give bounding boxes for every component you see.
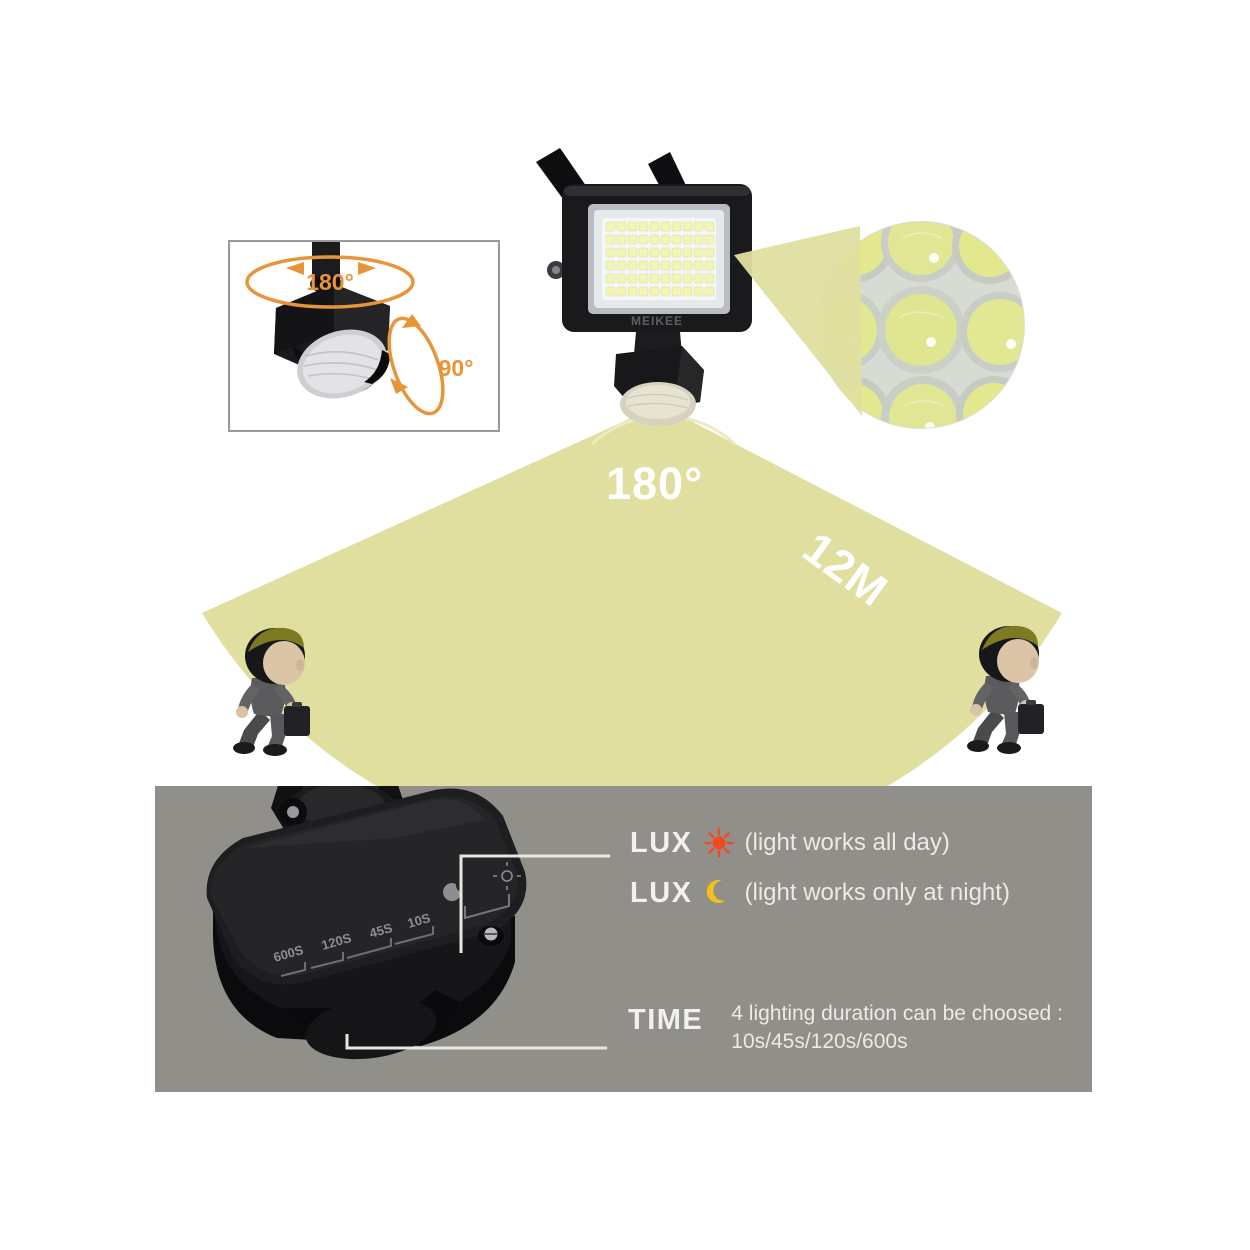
time-setting-row: TIME 4 lighting duration can be choosed … xyxy=(628,1000,1063,1057)
rotation-range-inset: 180° 90° xyxy=(228,240,500,432)
time-description: 4 lighting duration can be choosed : 10s… xyxy=(731,1000,1063,1057)
callout-lines xyxy=(345,854,610,1050)
settings-panel: 600S 120S 45S 10S xyxy=(155,786,1092,1092)
time-label: TIME xyxy=(628,1004,704,1036)
lux-daytime-row: LUX (light works all day) xyxy=(630,826,950,860)
led-closeup-detail xyxy=(818,222,1024,428)
time-callout-line xyxy=(345,1034,607,1050)
walking-person-right xyxy=(967,625,1044,754)
sensor-adjustment-device: 600S 120S 45S 10S xyxy=(206,786,527,1060)
scale-label-45s: 45S xyxy=(368,920,395,941)
vertical-rotation-arc xyxy=(387,316,445,416)
led-array xyxy=(605,221,715,297)
lux-daytime-description: (light works all day) xyxy=(744,829,950,856)
scale-label-10s: 10S xyxy=(406,910,433,931)
time-description-line1: 4 lighting duration can be choosed : xyxy=(731,1002,1063,1025)
horizontal-rotation-label: 180° xyxy=(306,269,354,295)
lux-adjust-screw[interactable] xyxy=(478,926,504,946)
coverage-distance-label: 12M xyxy=(794,522,898,617)
time-description-line2: 10s/45s/120s/600s xyxy=(731,1030,908,1054)
lux-night-description: (light works only at night) xyxy=(744,879,1010,906)
lux-callout-line xyxy=(459,854,610,953)
rotation-inset-illustration: 180° 90° xyxy=(245,242,474,416)
lux-label-1: LUX xyxy=(630,826,693,859)
brand-label: MEIKEE xyxy=(631,314,683,328)
moon-icon-engraved xyxy=(443,883,462,902)
lux-scale-markings xyxy=(443,862,521,920)
horizontal-rotation-arc xyxy=(245,255,415,309)
flood-light-product: MEIKEE xyxy=(530,140,790,430)
coverage-angle-label: 180° xyxy=(606,458,704,509)
lux-night-row: LUX (light works only at night) xyxy=(630,876,1010,910)
walking-person-left xyxy=(233,627,310,756)
moon-icon xyxy=(693,876,745,910)
vertical-rotation-label: 90° xyxy=(439,355,474,381)
sun-icon xyxy=(693,826,745,860)
sun-icon-engraved xyxy=(493,862,521,890)
lux-label-2: LUX xyxy=(630,876,693,909)
